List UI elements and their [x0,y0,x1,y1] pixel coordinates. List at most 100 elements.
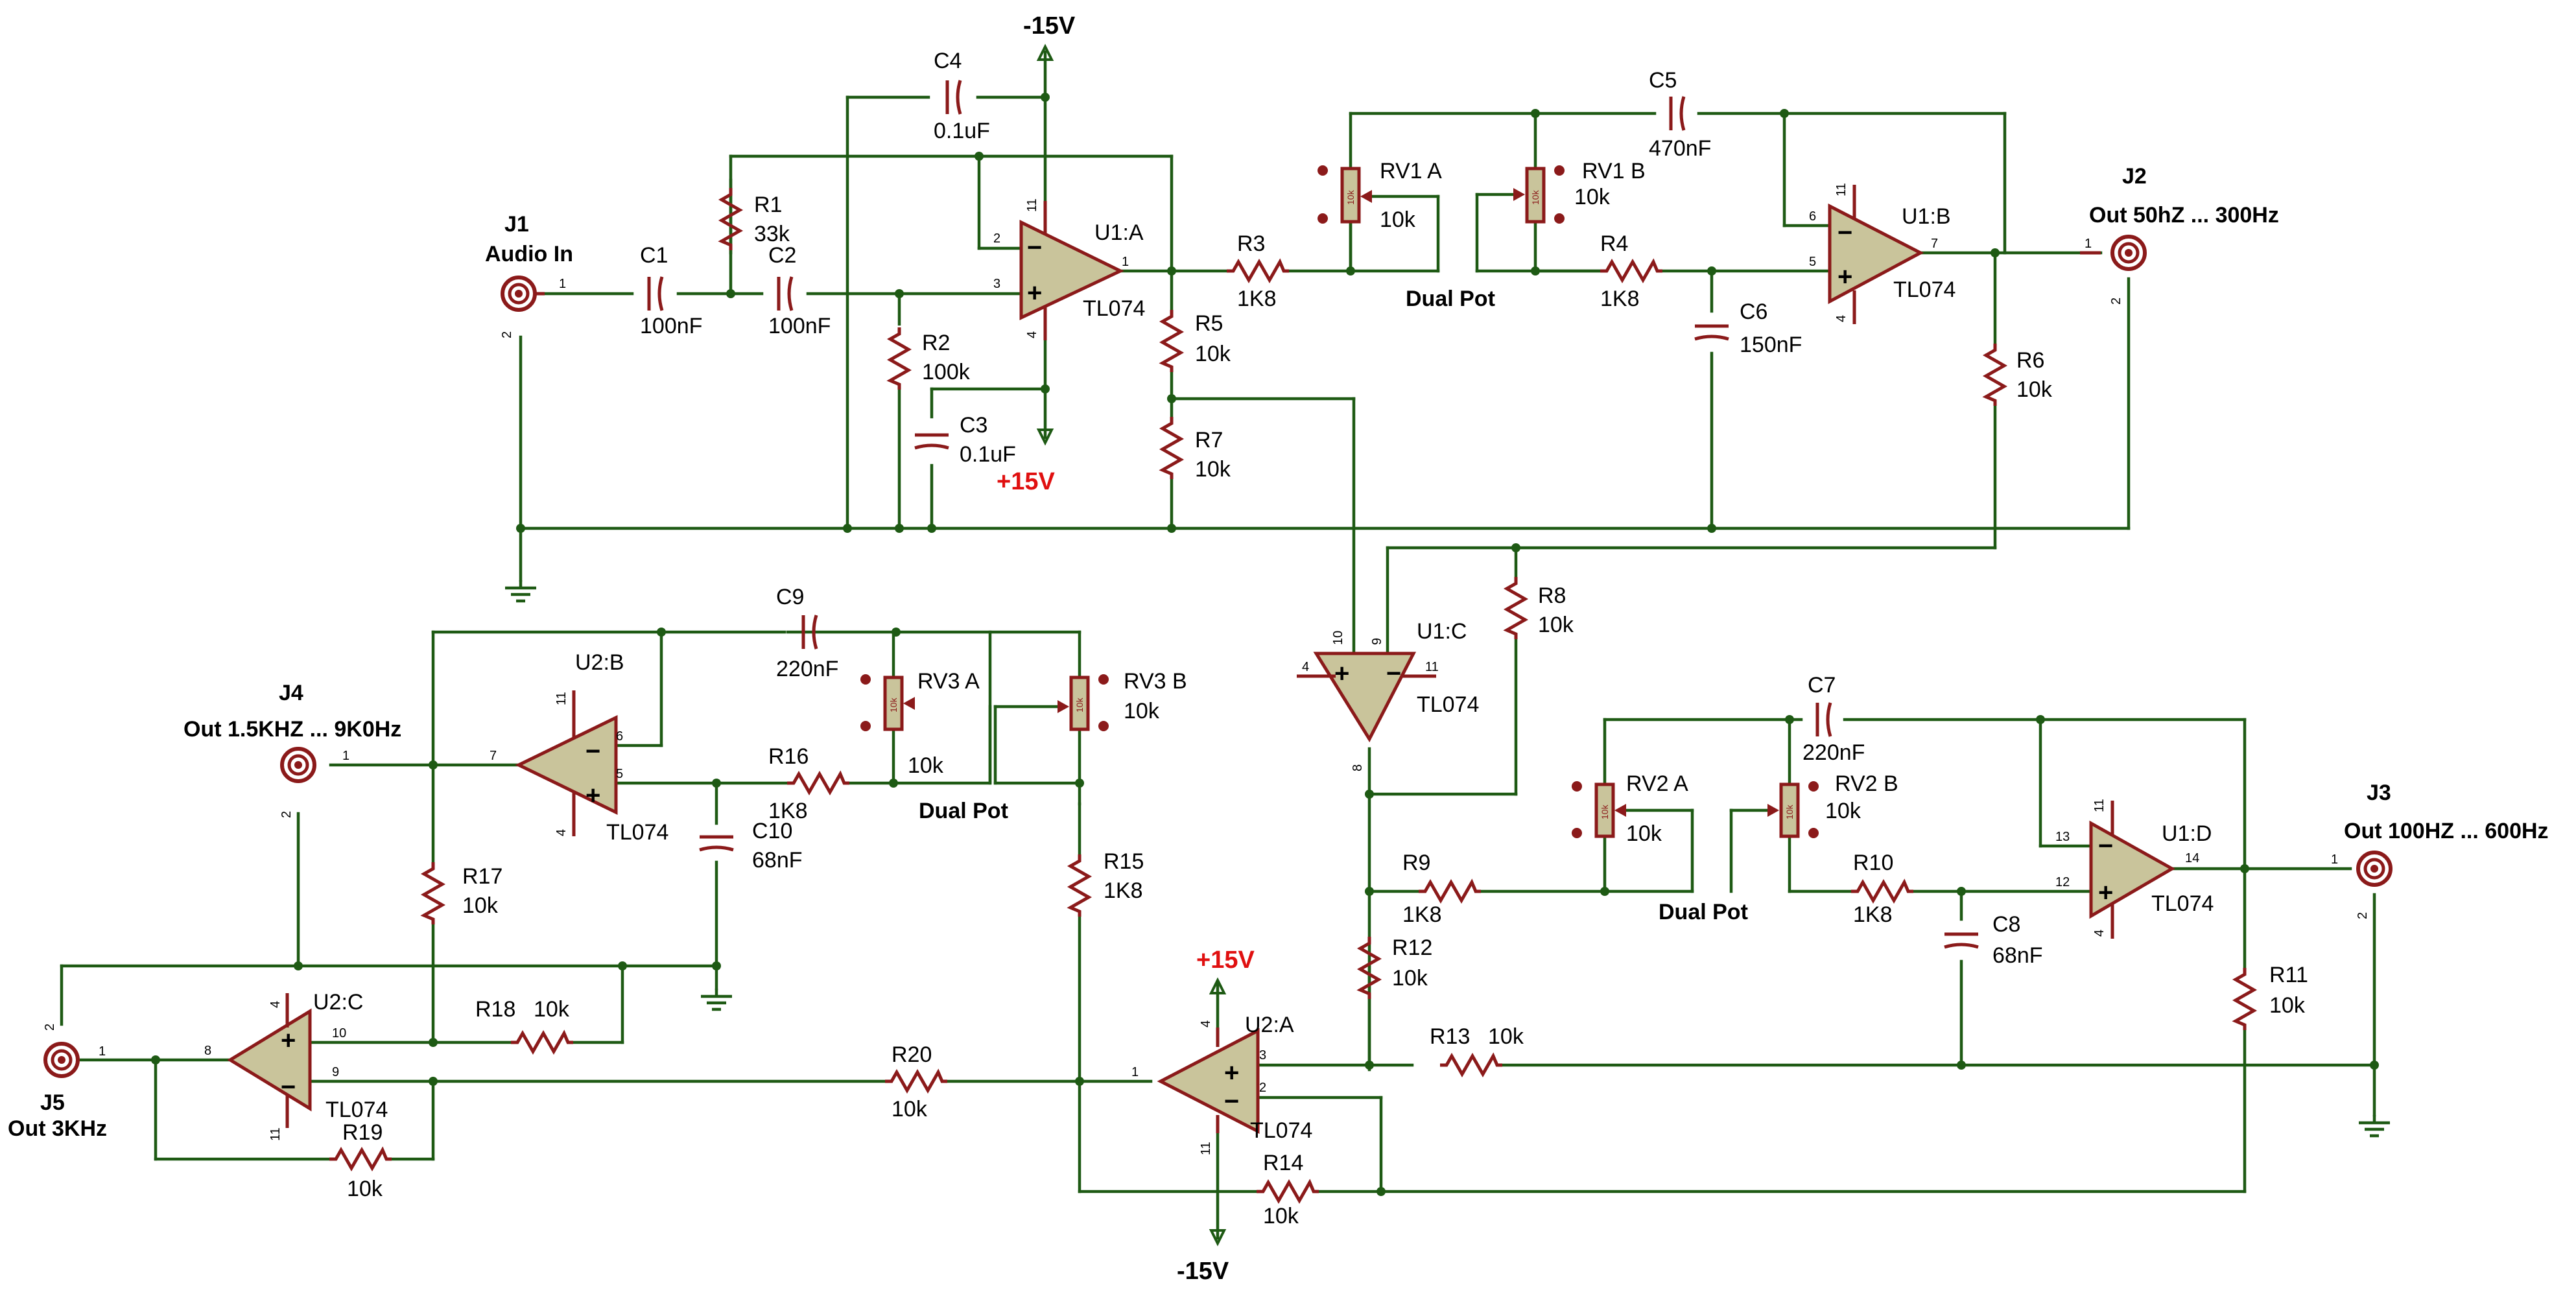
svg-text:R17: R17 [462,864,502,889]
potentiometer-rv1a: 10k RV1 A 10k [1318,159,1442,232]
svg-text:10k: 10k [1074,697,1085,712]
svg-text:TL074: TL074 [1893,277,1956,302]
svg-text:−: − [2098,832,2113,860]
svg-text:10k: 10k [1600,804,1610,819]
svg-text:11: 11 [2092,799,2107,812]
svg-text:1K8: 1K8 [1853,902,1893,927]
svg-text:4: 4 [1302,660,1309,674]
svg-text:100nF: 100nF [768,314,831,338]
svg-text:U2:B: U2:B [575,650,624,675]
resistor-r8: R8 10k [1507,577,1574,639]
rail-pos-mid: +15V [997,429,1055,495]
svg-text:100nF: 100nF [640,314,702,338]
svg-text:1K8: 1K8 [1237,287,1277,311]
svg-text:R16: R16 [768,744,809,769]
svg-text:100k: 100k [922,360,971,384]
svg-text:−: − [281,1073,296,1101]
svg-text:4: 4 [554,829,569,836]
svg-text:1: 1 [1131,1065,1139,1079]
svg-text:10k: 10k [2016,377,2053,402]
svg-text:10k: 10k [462,893,499,918]
svg-text:+15V: +15V [1196,946,1255,974]
jack-j2: 1 2 J2 Out 50hZ ... 300Hz [2080,164,2279,305]
svg-text:R18: R18 [475,997,515,1022]
svg-text:−: − [1224,1087,1239,1116]
svg-text:R10: R10 [1853,851,1893,875]
svg-text:0.1uF: 0.1uF [960,442,1016,467]
jack-j5: 1 2 J5 Out 3KHz [8,1024,107,1141]
svg-text:RV1 B: RV1 B [1582,159,1646,183]
svg-text:TL074: TL074 [1250,1118,1312,1143]
svg-text:1: 1 [2085,237,2092,251]
capacitor-c8: C8 68nF [1944,912,2043,968]
svg-text:1K8: 1K8 [1600,287,1640,311]
svg-text:+: + [585,781,600,810]
jack-j4: 1 2 J4 Out 1.5KHZ ... 9K0Hz [183,681,401,818]
svg-text:7: 7 [1931,237,1938,251]
opamp-u2b: − + 6 5 7 11 4 U2:B TL074 [490,650,668,845]
svg-text:11: 11 [1199,1142,1213,1155]
svg-text:0.1uF: 0.1uF [934,119,990,143]
svg-text:TL074: TL074 [1417,692,1479,717]
potentiometer-rv3a: 10k RV3 A 10k [860,669,980,778]
j5-ref: J5 [40,1090,65,1115]
j3-ref: J3 [2367,781,2391,805]
svg-text:5: 5 [1809,255,1816,269]
svg-text:RV3 B: RV3 B [1124,669,1187,694]
svg-text:1: 1 [1122,255,1129,269]
svg-text:9: 9 [332,1065,339,1079]
svg-text:C5: C5 [1649,68,1677,93]
opamp-u1d: − + 13 12 14 11 4 U1:D TL074 [2055,799,2214,939]
capacitor-c3: C3 0.1uF [915,413,1016,467]
svg-text:C7: C7 [1808,673,1836,698]
svg-text:7: 7 [490,749,497,763]
resistor-r10: R10 1K8 [1851,851,1913,927]
svg-text:14: 14 [2185,851,2199,865]
svg-text:U2:A: U2:A [1245,1013,1294,1037]
j4-ref: J4 [279,681,303,705]
svg-text:10k: 10k [1124,699,1160,723]
svg-text:RV2 B: RV2 B [1835,771,1898,796]
opamp-u1a: − + 2 3 1 11 4 U1:A TL074 [993,198,1145,340]
resistor-r3: R3 1K8 [1227,231,1289,311]
svg-text:R4: R4 [1600,231,1628,256]
svg-text:2: 2 [993,231,1000,246]
svg-text:10: 10 [332,1026,346,1040]
svg-text:R19: R19 [342,1120,383,1145]
svg-text:+: + [2098,878,2113,907]
resistor-r16: R16 1K8 [768,744,849,823]
svg-text:10k: 10k [1345,189,1356,205]
svg-text:-15V: -15V [1177,1258,1229,1285]
opamp-u1b: − + 6 5 7 11 4 U1:B TL074 [1809,183,1956,324]
svg-text:+: + [281,1026,296,1055]
svg-text:R9: R9 [1402,851,1430,875]
resistor-r13: R13 10k [1430,1024,1524,1074]
svg-text:−: − [1837,218,1852,247]
resistor-r14: R14 10k [1257,1151,1319,1228]
ground-symbol-1 [505,580,536,601]
svg-text:2: 2 [2109,298,2123,305]
capacitor-c9: C9 220nF [776,585,838,681]
junction-dots [151,93,2379,1196]
opamp-u1c: + − 10 9 8 4 11 U1:C TL074 [1297,619,1479,771]
svg-text:R15: R15 [1104,849,1144,874]
svg-text:U2:C: U2:C [313,990,363,1015]
svg-text:10k: 10k [908,753,944,778]
svg-text:−: − [1027,233,1042,262]
j3-value: Out 100HZ ... 600Hz [2344,819,2549,843]
svg-text:R6: R6 [2016,348,2044,373]
svg-text:220nF: 220nF [776,657,838,681]
ground-symbol-3 [2359,1115,2390,1136]
capacitor-c1: C1 100nF [640,243,702,338]
svg-text:1: 1 [99,1044,106,1059]
capacitor-c10: C10 68nF [700,819,803,873]
j1-value: Audio In [485,242,573,266]
resistor-r1: R1 33k [722,188,790,250]
resistor-r12: R12 10k [1360,935,1432,999]
jack-j1: 1 2 J1 Audio In [485,212,573,338]
svg-text:11: 11 [554,692,569,705]
resistor-r2: R2 100k [890,327,971,390]
resistor-r6: R6 10k [1986,344,2053,406]
jack-j3: 1 2 J3 Out 100HZ ... 600Hz [2331,781,2549,919]
